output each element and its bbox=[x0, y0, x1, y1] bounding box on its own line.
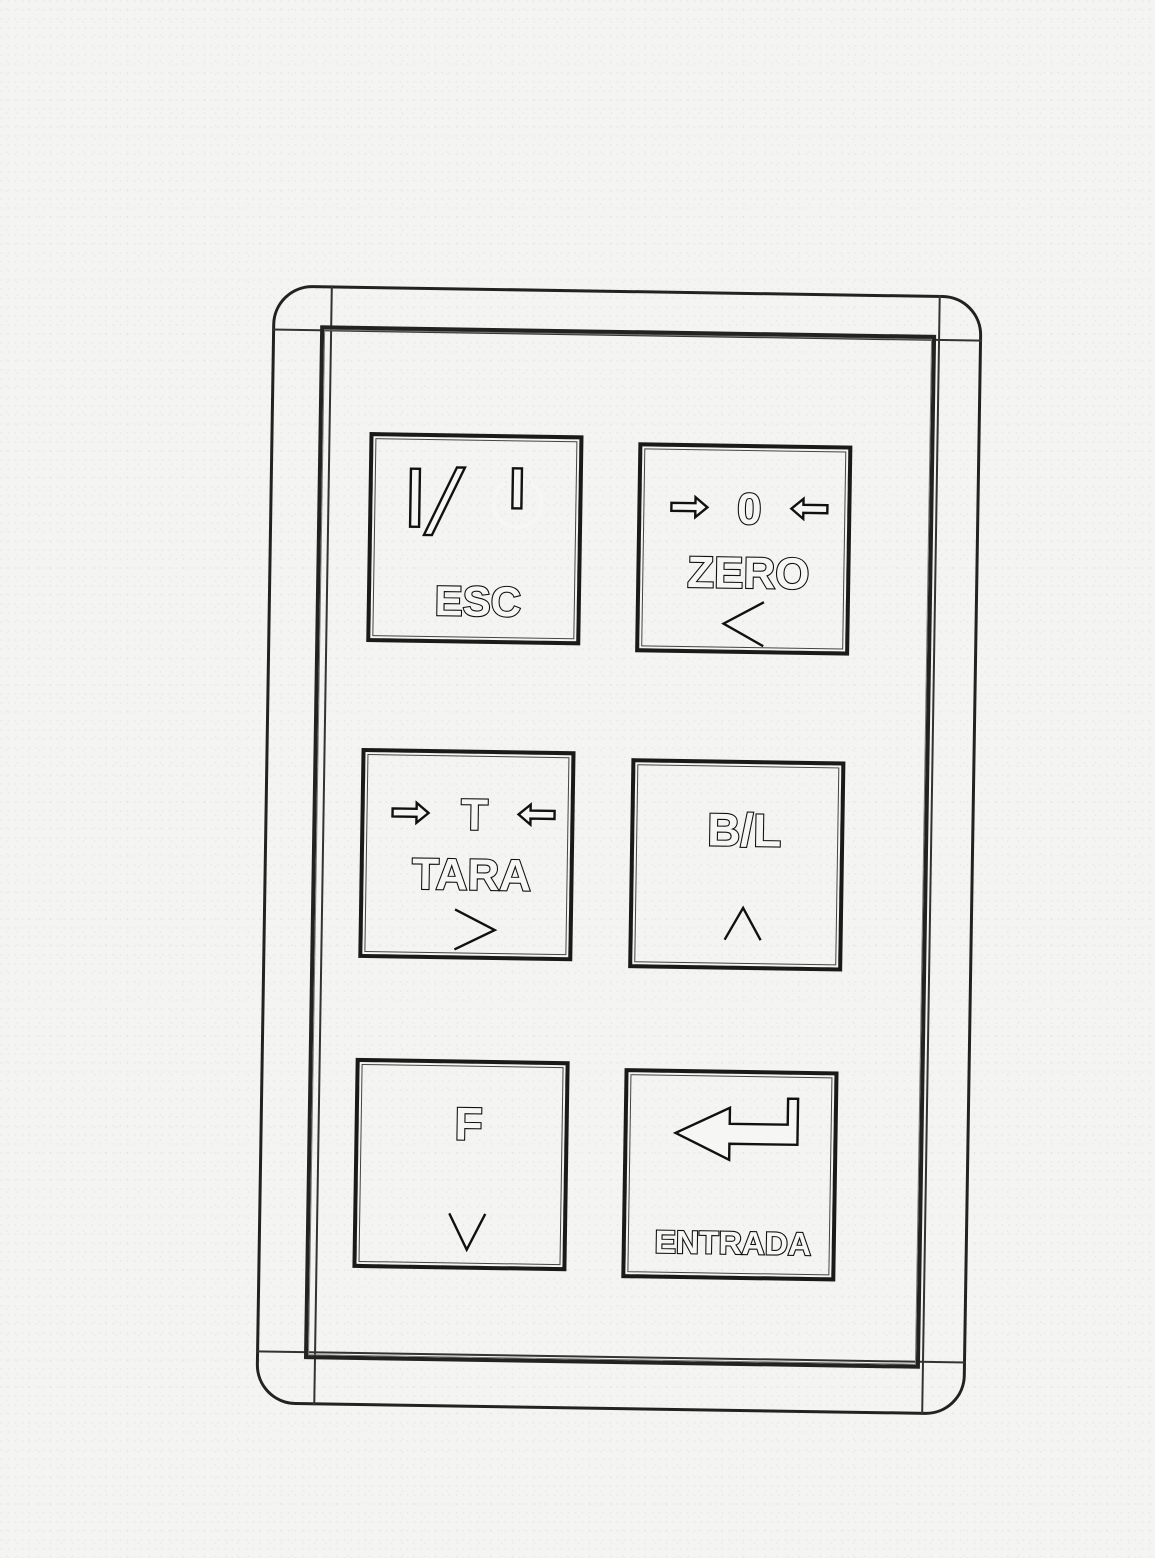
entrada-label: ENTRADA bbox=[654, 1224, 811, 1262]
up-arrow-icon bbox=[723, 905, 762, 941]
bl-label: B/L bbox=[707, 803, 782, 856]
arrows-inward-icon bbox=[391, 800, 556, 828]
entrada-key[interactable]: ENTRADA bbox=[621, 1068, 839, 1282]
esc-key-graphic: ESC bbox=[408, 466, 544, 627]
right-arrow-icon bbox=[453, 908, 498, 951]
arrows-inward-icon bbox=[670, 494, 829, 522]
tara-label: TARA bbox=[412, 850, 532, 901]
zero-key[interactable]: 0 ZERO bbox=[635, 442, 853, 656]
zero-label: ZERO bbox=[687, 548, 810, 599]
esc-key[interactable]: ESC bbox=[366, 432, 584, 646]
f-key[interactable]: F bbox=[352, 1057, 570, 1272]
zero-key-graphic: 0 ZERO bbox=[670, 484, 829, 648]
tara-symbol: T bbox=[461, 791, 489, 840]
power-standby-icon bbox=[408, 466, 544, 537]
keypad-face: ESC 0 ZERO T TARA bbox=[303, 325, 937, 1369]
left-arrow-icon bbox=[721, 601, 765, 648]
enter-return-icon bbox=[672, 1097, 800, 1162]
bl-key-graphic: B/L bbox=[706, 802, 783, 941]
zero-symbol: 0 bbox=[737, 485, 762, 534]
keypad-panel: ESC 0 ZERO T TARA bbox=[255, 284, 983, 1416]
f-key-graphic: F bbox=[448, 1096, 487, 1253]
esc-label: ESC bbox=[434, 577, 521, 625]
f-label: F bbox=[454, 1097, 483, 1149]
down-arrow-icon bbox=[448, 1212, 487, 1253]
tara-key-graphic: T TARA bbox=[391, 789, 556, 951]
tara-key[interactable]: T TARA bbox=[358, 747, 576, 962]
entrada-key-graphic: ENTRADA bbox=[653, 1097, 812, 1263]
bl-key[interactable]: B/L bbox=[628, 758, 846, 972]
